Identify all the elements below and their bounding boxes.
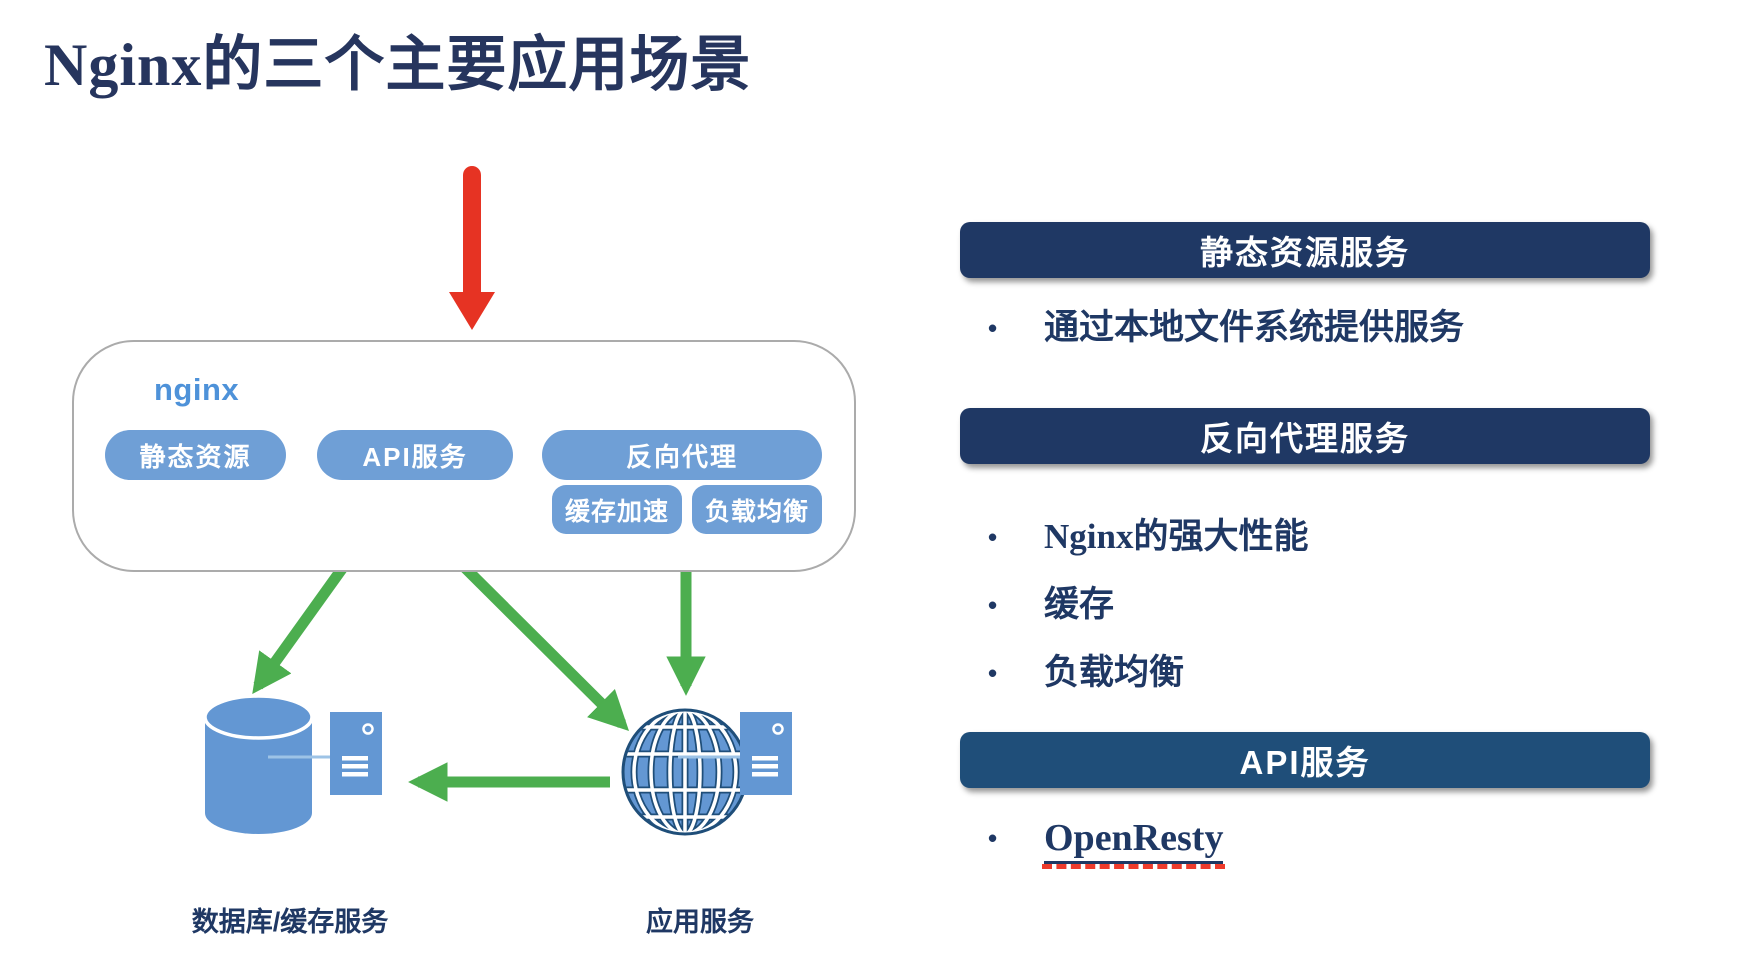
page-title: Nginx的三个主要应用场景 [44, 32, 752, 98]
bullet-dot: • [988, 522, 998, 552]
spellcheck-underline [1042, 864, 1226, 869]
nginx-container: nginx 静态资源 API服务 反向代理 缓存加速 负载均衡 [72, 340, 856, 572]
bullet-dot: • [988, 823, 998, 853]
header-api-service: API服务 [960, 732, 1650, 788]
bullet-dot: • [988, 313, 998, 343]
bullet-dot: • [988, 658, 998, 688]
globe-icon [621, 708, 749, 836]
bullet-openresty: • OpenResty [988, 816, 1688, 869]
pill-load-balance: 负载均衡 [692, 485, 822, 534]
database-icon [203, 694, 314, 834]
database-server-icon [268, 712, 382, 795]
pill-api-service: API服务 [317, 430, 513, 480]
bullet-load-balancing: • 负载均衡 [988, 651, 1688, 695]
pill-cache-accel: 缓存加速 [552, 485, 682, 534]
app-server-icon [678, 712, 792, 795]
database-service-label: 数据库/缓存服务 [191, 907, 389, 937]
openresty-label: OpenResty [1044, 817, 1224, 859]
bullet-local-filesystem: • 通过本地文件系统提供服务 [988, 306, 1688, 350]
bullet-dot: • [988, 590, 998, 620]
header-static-resource-service: 静态资源服务 [960, 222, 1650, 278]
bullet-cache: • 缓存 [988, 583, 1688, 627]
pill-static-resources: 静态资源 [105, 430, 286, 480]
header-reverse-proxy-service: 反向代理服务 [960, 408, 1650, 464]
openresty-link[interactable]: OpenResty [1042, 816, 1226, 869]
app-service-label: 应用服务 [646, 907, 754, 937]
pill-reverse-proxy: 反向代理 [542, 430, 822, 480]
red-down-arrow-icon [449, 166, 495, 330]
nginx-logo: nginx [154, 372, 240, 407]
bullet-nginx-performance: • Nginx的强大性能 [988, 515, 1688, 559]
